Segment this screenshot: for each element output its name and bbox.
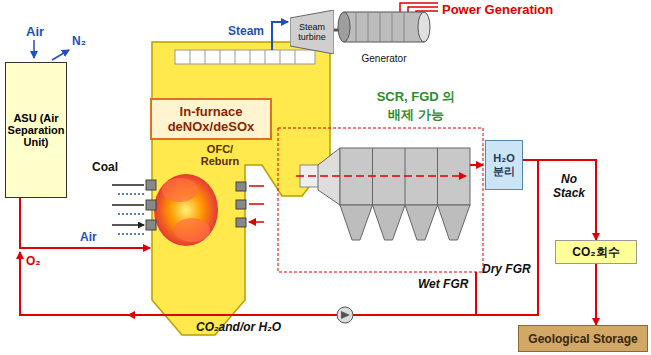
steam-line — [272, 22, 288, 50]
flow-arrow — [595, 264, 597, 325]
node-text: In-furnace deNOx/deSOx — [156, 104, 266, 134]
stream-label: Air — [80, 230, 97, 244]
node-text: Steam turbine — [296, 22, 328, 42]
stream-label: Air — [26, 24, 44, 39]
note-text: SCR, FGD 의 배제 가능 — [370, 88, 462, 124]
node-text: H₂O 분리 — [488, 152, 520, 179]
stream-label: Steam — [228, 24, 264, 38]
node-text: Geological Storage — [528, 332, 637, 346]
generator: Generator — [336, 8, 432, 66]
recycle-lines — [20, 160, 538, 315]
flames — [154, 174, 218, 246]
stream-label: Dry FGR — [482, 262, 531, 276]
node-text: ASU (Air Separation Unit) — [8, 112, 65, 148]
pump — [337, 307, 353, 323]
stream-label: O₂ — [26, 254, 41, 268]
stream-label: Coal — [92, 160, 118, 174]
node-text: Generator — [361, 53, 406, 64]
burners — [146, 180, 246, 230]
port-label: OFC/ Reburn — [198, 143, 242, 167]
asu-box: ASU (Air Separation Unit) — [5, 62, 67, 198]
note-text: No Stack — [548, 172, 590, 200]
process-box: In-furnace deNOx/deSOx — [150, 98, 272, 140]
process-box: H₂O 분리 — [485, 140, 523, 190]
esp — [278, 128, 483, 272]
storage-box: Geological Storage — [518, 325, 648, 352]
stream-label: Wet FGR — [418, 277, 468, 291]
fuel-lines — [112, 185, 264, 234]
flow-arrow — [523, 160, 596, 240]
stream-label: N₂ — [72, 34, 86, 48]
boiler — [152, 42, 330, 335]
stream-label: CO₂and/or H₂O — [196, 320, 281, 334]
process-box: CO₂회수 — [555, 240, 637, 264]
node-text: CO₂회수 — [572, 244, 619, 261]
output-label: Power Generation — [442, 2, 553, 17]
steam-turbine: Steam turbine — [290, 10, 334, 54]
